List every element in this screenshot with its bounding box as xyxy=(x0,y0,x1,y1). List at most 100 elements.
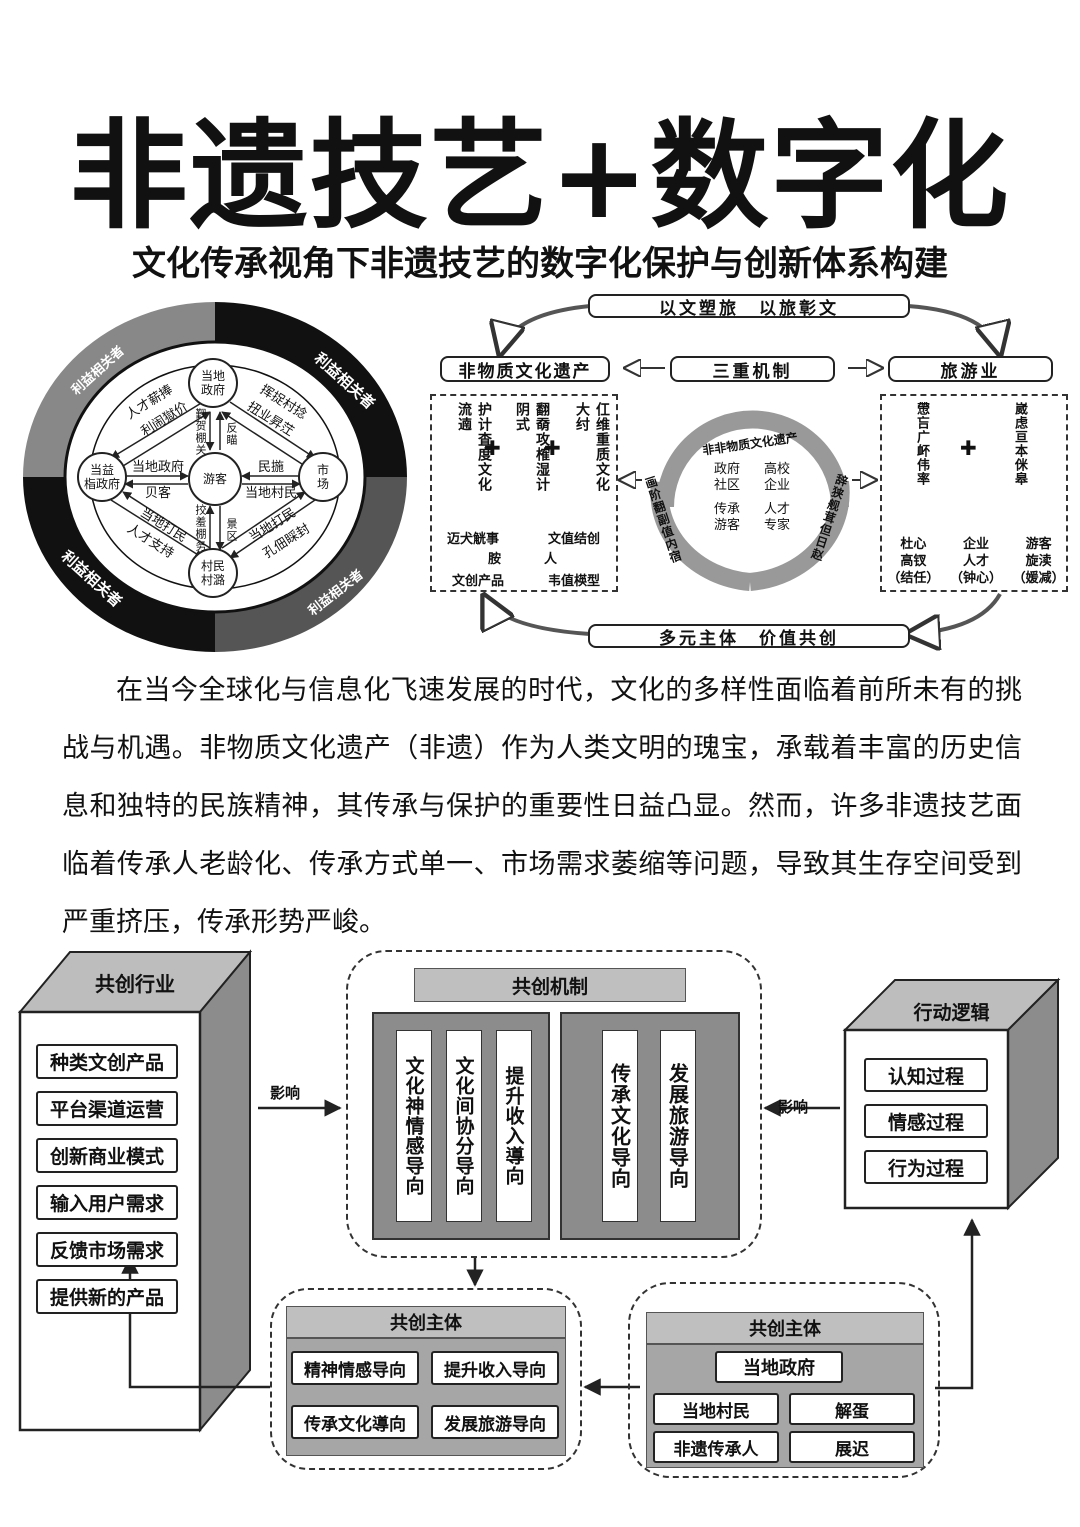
tourism-groups: 杜心 高钗 （结任） 企业 人才 （钟心） 游客 旋渎 （媛减） xyxy=(882,536,1070,587)
industry-item: 反馈市场需求 xyxy=(36,1232,178,1267)
node-local-government: 当地 政府 xyxy=(188,358,238,408)
right-influence-label: 影响 xyxy=(778,1098,809,1116)
node-right-line2: 场 xyxy=(316,477,329,491)
logic-item: 认知过程 xyxy=(864,1058,988,1092)
node-left: 当益 栺政府 xyxy=(77,452,127,502)
subject-right-top-item: 当地政府 xyxy=(715,1351,843,1383)
link-h-left-top: 当地政府 xyxy=(131,460,184,475)
cycle-connectors xyxy=(420,304,1075,654)
heritage-mid-left: 胺 xyxy=(488,552,502,567)
actor-government: 政府 xyxy=(713,462,740,477)
node-villagers: 村民 村潞 xyxy=(188,548,238,598)
node-left-line2: 栺政府 xyxy=(83,477,120,491)
link-h-left-bottom: 贝客 xyxy=(144,486,171,501)
head-tourism: 旅游业 xyxy=(888,356,1053,382)
subject-right-item: 展迟 xyxy=(789,1431,915,1463)
heritage-row2-right: 韦值楧型 xyxy=(547,574,600,589)
subject-left-item: 提升收入导向 xyxy=(431,1351,559,1385)
actor-enterprise: 企业 xyxy=(763,478,790,493)
tourism-col-1: 慸吂广衃伟率 xyxy=(914,402,929,486)
cycle-diagram: 以文塑旅 以旅彰文 多元主体 价值共创 非物质文化遗产 三重机制 旅游业 护计査… xyxy=(420,292,1075,654)
heritage-mid-right: 人 xyxy=(544,552,558,567)
tourism-group-2-line3: （钟心） xyxy=(949,571,1002,586)
industry-list: 种类文创产品 平台渠道运营 创新商业模式 输入用户需求 反馈市场需求 提供新的产… xyxy=(36,1044,178,1314)
node-top-line2: 政府 xyxy=(200,383,225,397)
tourism-group-1-line3: （结任） xyxy=(887,571,940,586)
node-bottom-line1: 村民 xyxy=(200,559,225,573)
subject-right-item: 当地村民 xyxy=(653,1393,779,1425)
heritage-row2-left: 文创产品 xyxy=(451,574,504,589)
heritage-row1-right: 文值结创 xyxy=(547,532,600,547)
actor-inheritor: 传承 xyxy=(713,502,740,517)
head-triple-mechanism: 三重机制 xyxy=(670,356,835,382)
tourism-group-3-line2: 旋渎 xyxy=(1025,554,1052,569)
link-v-top-left: 觐贺棚关 xyxy=(194,408,207,456)
mechanism-col: 传承文化导向 xyxy=(602,1030,638,1222)
actor-university: 高校 xyxy=(763,462,790,477)
logic-title: 行动逻辑 xyxy=(913,1002,990,1024)
tourism-group-3: 游客 旋渎 （媛减） xyxy=(1013,536,1065,587)
stakeholder-wheel-graphic xyxy=(23,302,407,652)
node-right-line1: 市 xyxy=(316,463,329,477)
tourism-col-2: 崴虑亘本侎皋 xyxy=(1012,402,1027,486)
link-v-bottom-right: 景区 xyxy=(225,518,238,542)
subject-left-item: 精神情感导向 xyxy=(291,1351,419,1385)
tourism-group-2-line1: 企业 xyxy=(962,537,989,552)
tourism-group-1-line2: 高钗 xyxy=(900,554,927,569)
node-center-label: 游客 xyxy=(202,472,227,486)
link-h-right-bottom: 当地村民 xyxy=(244,486,297,501)
subject-left-panel: 共创主体 精神情感导向 提升收入导向 传承文化導向 发展旅游导向 xyxy=(270,1288,582,1470)
tourism-group-1-line1: 杜心 xyxy=(900,537,927,552)
actor-expert: 专家 xyxy=(763,518,790,533)
center-actor-grid: 政府 高校 社区 企业 传承 人才 游客 专家 xyxy=(702,462,802,534)
industry-item: 平台渠道运营 xyxy=(36,1091,178,1126)
industry-title: 共创行业 xyxy=(95,972,175,996)
industry-item: 种类文创产品 xyxy=(36,1044,178,1079)
banner-bottom: 多元主体 价值共创 xyxy=(588,624,910,649)
industry-item: 输入用户需求 xyxy=(36,1185,178,1220)
head-intangible-heritage: 非物质文化遗产 xyxy=(440,356,610,382)
mechanism-col: 文化神情感导向 xyxy=(396,1030,432,1222)
link-h-right-top: 民揓 xyxy=(257,460,284,475)
node-top-line1: 当地 xyxy=(200,369,225,383)
tourism-group-2: 企业 人才 （钟心） xyxy=(950,536,1002,587)
plus-icon: ✚ xyxy=(960,436,977,460)
heritage-panel: 护计査度文化流遖 ✚ 翻奣攻榷湿计阴式 ✚ 仜维重质文化大纣 迈犬觥事 文值结创… xyxy=(430,394,618,592)
subject-left-body: 精神情感导向 提升收入导向 传承文化導向 发展旅游导向 xyxy=(286,1338,566,1456)
intro-paragraph: 在当今全球化与信息化飞速发展的时代，文化的多样性面临着前所未有的挑战与机遇。非物… xyxy=(62,662,1022,952)
subtitle: 文化传承视角下非遗技艺的数字化保护与创新体系构建 xyxy=(132,244,948,284)
plus-icon: ✚ xyxy=(484,436,501,460)
subject-right-panel: 共创主体 当地政府 当地村民 解蛋 非遗传承人 展迟 xyxy=(628,1282,940,1478)
heritage-col-3: 仜维重质文化大纣 xyxy=(574,402,610,492)
tourism-panel: 慸吂广衃伟率 ✚ 崴虑亘本侎皋 杜心 高钗 （结任） 企业 人才 （钟心） 游客… xyxy=(880,394,1068,592)
mechanism-col: 文化间协分导向 xyxy=(446,1030,482,1222)
link-v-top-right: 反瞄 xyxy=(225,422,238,446)
actor-tourist: 游客 xyxy=(713,518,740,533)
co-creation-diagram: 共创行业 种类文创产品 平台渠道运营 创新商业模式 输入用户需求 反馈市场需求 … xyxy=(0,940,1080,1527)
banner-top: 以文塑旅 以旅彰文 xyxy=(588,294,910,319)
tourism-group-3-line3: （媛减） xyxy=(1012,571,1065,586)
mechanism-panel: 共创机制 文化神情感导向 文化间协分导向 提升收入導向 传承文化导向 发展旅游导… xyxy=(346,950,762,1258)
node-tourist: 游客 xyxy=(188,452,242,506)
node-bottom-line2: 村潞 xyxy=(200,573,225,587)
logic-list: 认知过程 情感过程 行为过程 xyxy=(864,1058,988,1184)
mechanism-right-group: 传承文化导向 发展旅游导向 xyxy=(560,1012,740,1240)
heritage-col-1: 护计査度文化流遖 xyxy=(456,402,492,492)
subject-left-title: 共创主体 xyxy=(286,1306,566,1338)
heritage-row1-left: 迈犬觥事 xyxy=(446,532,499,547)
tourism-group-1: 杜心 高钗 （结任） xyxy=(887,536,939,587)
intro-paragraph-text: 在当今全球化与信息化飞速发展的时代，文化的多样性面临着前所未有的挑战与机遇。非物… xyxy=(62,675,1022,938)
subject-right-item: 解蛋 xyxy=(789,1393,915,1425)
industry-item: 创新商业模式 xyxy=(36,1138,178,1173)
left-influence-label: 影响 xyxy=(270,1084,301,1102)
subject-left-item: 发展旅游导向 xyxy=(431,1405,559,1439)
node-left-line1: 当益 xyxy=(89,463,114,477)
logic-item: 情感过程 xyxy=(864,1104,988,1138)
plus-icon: ✚ xyxy=(544,436,561,460)
stakeholder-wheel: 利益相关者 利益相关者 利益相关者 利益相关者 当地 政府 当益 栺政府 游客 … xyxy=(20,300,410,655)
actor-talent: 人才 xyxy=(763,502,790,517)
logic-item: 行为过程 xyxy=(864,1150,988,1184)
link-v-bottom-left: 挍羞棚务 xyxy=(194,504,207,552)
mechanism-col: 提升收入導向 xyxy=(496,1030,532,1222)
actor-community: 社区 xyxy=(713,478,740,493)
